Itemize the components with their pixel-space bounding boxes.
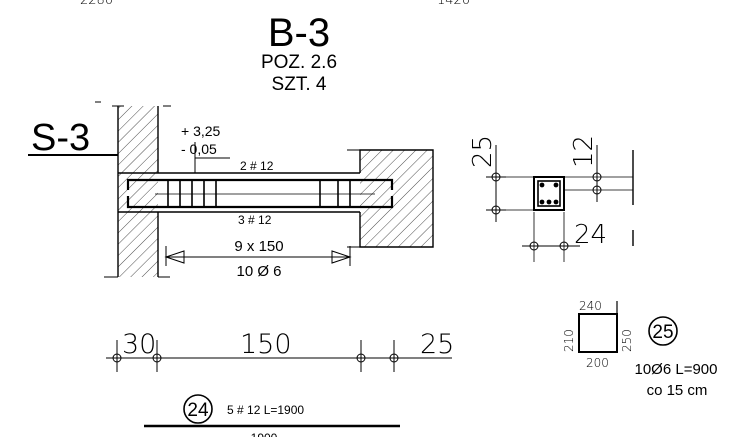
top-right-clipped-text: 1420: [437, 0, 470, 8]
stirrup-left-dim: 210: [562, 329, 576, 352]
position-label: POZ. 2.6: [261, 52, 337, 73]
bottom-bars-label: 3 # 12: [238, 213, 272, 227]
quantity-label: SZT. 4: [272, 74, 327, 95]
bar24-length-clipped: 1900: [251, 431, 278, 437]
section-outline: [533, 176, 565, 211]
bar24-number-circle: [183, 394, 213, 424]
level-top: + 3,25: [181, 123, 221, 139]
bar24-dim-left: 30: [122, 329, 156, 360]
bar25-number: 25: [652, 322, 673, 343]
beam-elevation: + 3,25 - 0,05 2 # 12 3 # 12 9 x 150 10 Ø…: [104, 105, 434, 280]
left-wall: [118, 106, 158, 277]
bar-24-schedule: 30 150 25 24 5 # 12 L=1900 1900: [106, 329, 454, 437]
right-support: [360, 150, 433, 247]
bar25-number-circle: [648, 316, 678, 346]
level-bottom: - 0,05: [181, 141, 217, 157]
bar24-dim-right: 25: [420, 329, 454, 360]
bottom-rebar: [126, 196, 394, 209]
bar25-spacing: co 15 cm: [647, 382, 708, 399]
top-left-clipped-text: 2280: [80, 0, 113, 8]
bar24-dim-middle: 150: [240, 329, 292, 360]
stirrup-spacing-label: 9 x 150: [234, 238, 283, 255]
bar24-spec: 5 # 12 L=1900: [227, 403, 304, 417]
section-width-dim: 24: [574, 220, 607, 250]
stirrup-count-label: 10 Ø 6: [236, 263, 281, 280]
bar-25-schedule: 240 210 250 200 25 10Ø6 L=900 co 15 cm: [562, 299, 718, 399]
beam-cross-section: 25 12 24: [468, 135, 634, 262]
bar24-number: 24: [187, 400, 209, 421]
top-rebar: [126, 178, 394, 190]
stirrup-right-dim: 250: [620, 329, 634, 352]
beam-mark: B-3: [268, 11, 330, 55]
stirrup-bottom-dim: 200: [586, 356, 609, 370]
bar25-spec: 10Ø6 L=900: [635, 361, 718, 378]
section-cover-dim: 12: [569, 135, 599, 168]
top-bars-label: 2 # 12: [240, 159, 274, 173]
stirrups: [167, 180, 351, 207]
stirrup-top-dim: 240: [579, 299, 602, 313]
stirrup-shape: [578, 313, 618, 353]
section-stirrup: [537, 180, 561, 207]
section-mark: S-3: [31, 117, 90, 159]
section-height-dim: 25: [468, 135, 498, 168]
